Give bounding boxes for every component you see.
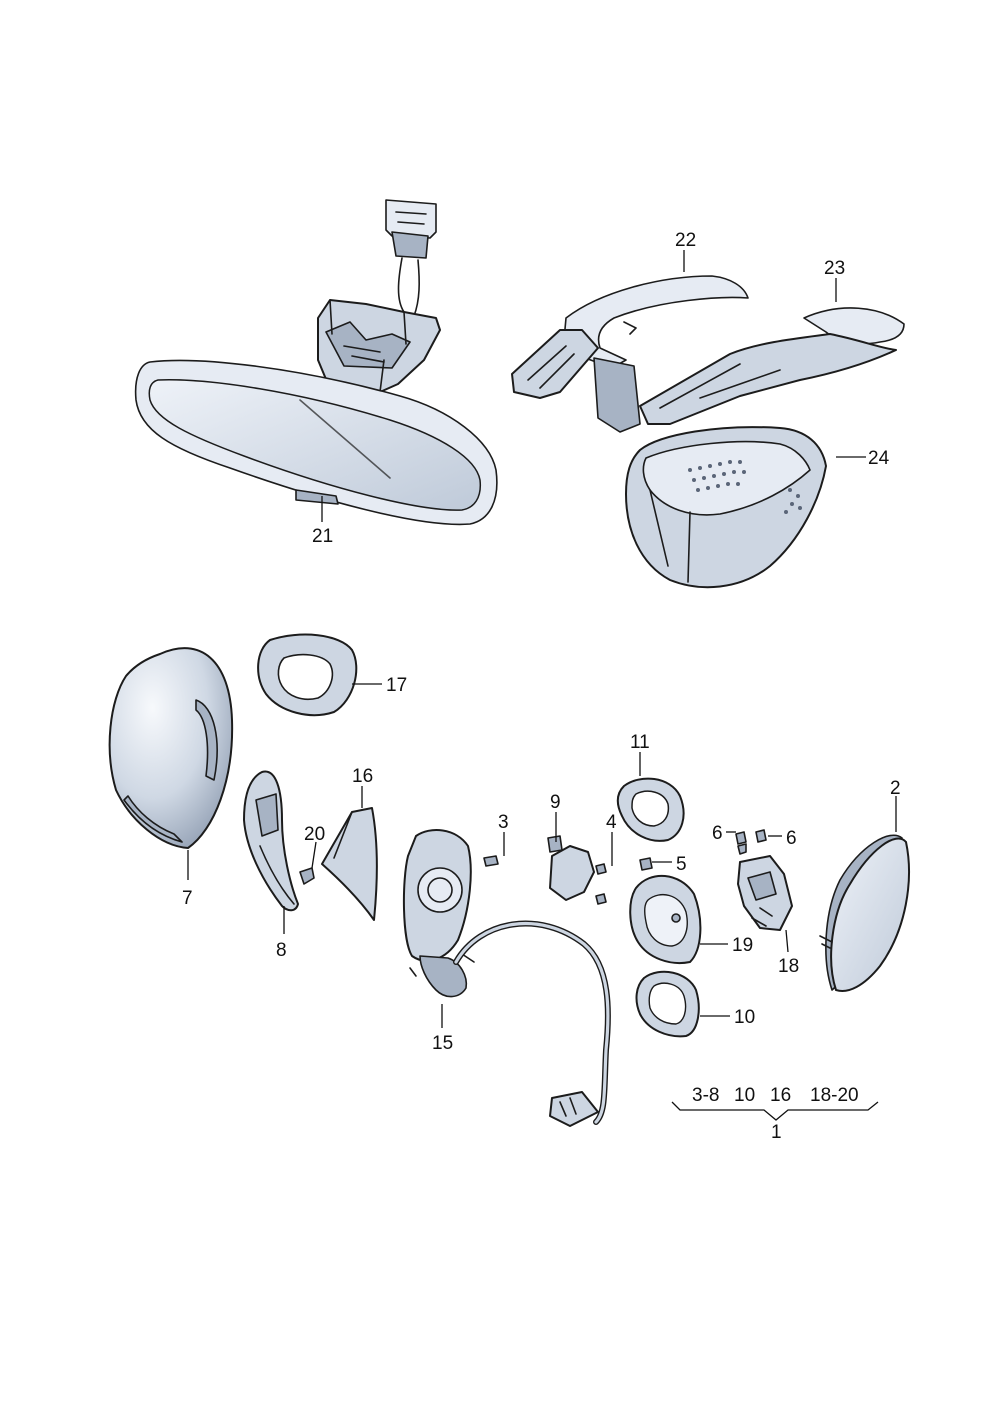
turn-signal-part-8 [243, 770, 299, 912]
callout-5: 5 [676, 854, 687, 875]
callout-7: 7 [182, 888, 193, 909]
mirror-base-part-19 [629, 874, 702, 964]
callout-19: 19 [732, 935, 753, 956]
screw-part-4 [595, 863, 607, 905]
screw-part-20 [299, 867, 315, 885]
callout-9: 9 [550, 792, 561, 813]
speaker-grille [688, 460, 802, 514]
callout-15: 15 [432, 1033, 453, 1054]
callout-3: 3 [498, 812, 509, 833]
interior-mirror-part-21 [134, 199, 498, 526]
assembly-member-3: 16 [770, 1085, 791, 1106]
cover-part-23 [639, 307, 905, 425]
bezel-part-11 [616, 777, 685, 842]
callout-6-right: 6 [786, 828, 797, 849]
callout-labels: 22 23 24 21 17 11 16 2 9 3 4 6 6 20 5 7 … [182, 230, 901, 1143]
housing-part-24 [625, 426, 827, 589]
callout-22: 22 [675, 230, 696, 251]
callout-16: 16 [352, 766, 373, 787]
callout-4: 4 [606, 812, 617, 833]
gasket-part-10 [635, 970, 700, 1038]
callout-21: 21 [312, 526, 333, 547]
screw-part-3 [483, 855, 499, 867]
screw-part-5 [639, 857, 653, 871]
leader-lines [187, 250, 897, 1028]
assembly-bracket [671, 1101, 879, 1121]
callout-18: 18 [778, 956, 799, 977]
callout-1: 1 [771, 1122, 782, 1143]
callout-2: 2 [890, 778, 901, 799]
frame-part-15 [402, 829, 611, 1127]
callout-11: 11 [630, 732, 650, 753]
callout-23: 23 [824, 258, 845, 279]
cover-part-22 [511, 275, 749, 433]
callout-6-left: 6 [712, 823, 723, 844]
seal-part-17 [257, 633, 358, 717]
clips-part-6 [735, 829, 767, 855]
callout-24: 24 [868, 448, 890, 469]
assembly-member-1: 3-8 [692, 1085, 719, 1106]
callout-20: 20 [304, 824, 325, 845]
assembly-member-4: 18-20 [810, 1085, 859, 1106]
actuator-part-18 [737, 855, 793, 931]
assembly-member-2: 10 [734, 1085, 755, 1106]
callout-10: 10 [734, 1007, 755, 1028]
mirror-cap-part-7 [108, 647, 234, 850]
mirror-glass-part-2 [819, 834, 910, 992]
callout-17: 17 [386, 675, 407, 696]
cover-piece-part-16 [321, 807, 378, 921]
callout-8: 8 [276, 940, 287, 961]
motor-part-9 [547, 835, 595, 901]
